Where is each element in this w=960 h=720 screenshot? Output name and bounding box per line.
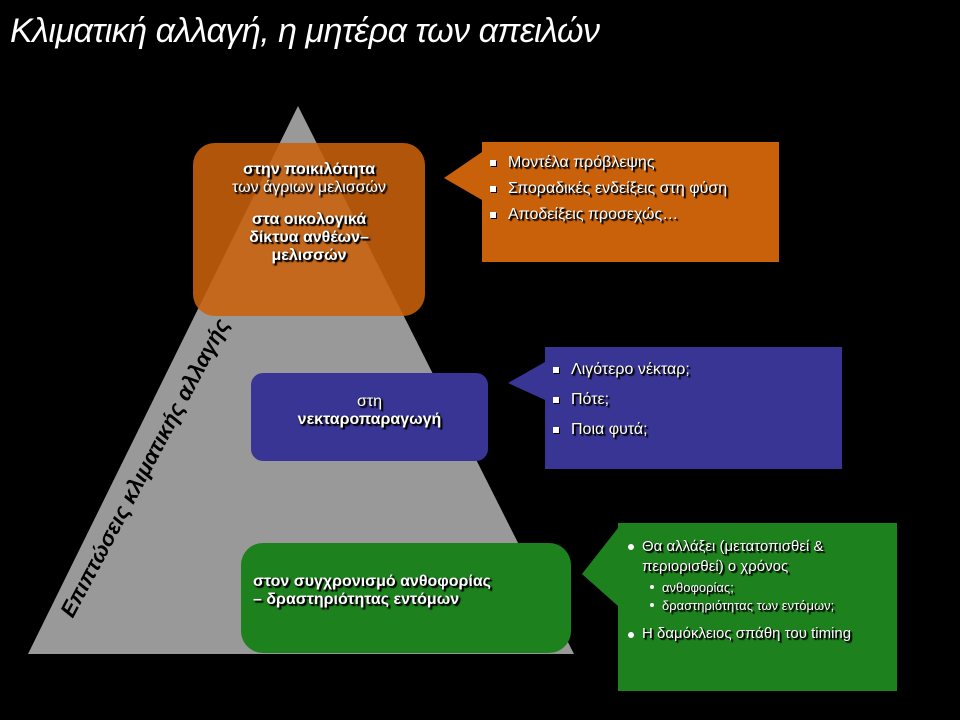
callout-pointer-top (444, 152, 482, 200)
callout-middle-item: Πότε; (553, 391, 834, 409)
level-top-line-1: στην ποικιλότητα (242, 161, 376, 178)
callout-top: Μοντέλα πρόβλεψης Σποραδικές ενδείξεις σ… (482, 142, 779, 262)
level-middle-line-1: στη (356, 393, 383, 410)
level-top-line-2: των άγριων μελισσών (231, 179, 387, 196)
callout-bottom-sub: ανθοφορίας; (650, 579, 889, 597)
callout-bottom-main: Θα αλλάξει (μετατοπισθεί & περιορισθεί) … (628, 537, 889, 577)
callout-middle: Λιγότερο νέκταρ; Πότε; Ποια φυτά; (545, 347, 842, 469)
level-bottom-line-1: στον συγχρονισμό ανθοφορίας (253, 573, 491, 590)
callout-bottom: Θα αλλάξει (μετατοπισθεί & περιορισθεί) … (618, 523, 897, 691)
level-top-line-3: στα οικολογικά (251, 211, 367, 228)
level-box-synchronization: στον συγχρονισμό ανθοφορίας – δραστηριότ… (241, 543, 571, 653)
callout-top-item: Σποραδικές ενδείξεις στη φύση (490, 180, 771, 198)
level-box-wild-bees: στην ποικιλότητα των άγριων μελισσών στα… (193, 143, 425, 316)
slide-title: Κλιματική αλλαγή, η μητέρα των απειλών (10, 12, 600, 50)
callout-top-item: Μοντέλα πρόβλεψης (490, 154, 771, 172)
callout-top-item: Αποδείξεις προσεχώς… (490, 206, 771, 224)
level-top-line-5: μελισσών (271, 247, 347, 264)
level-top-line-4: δίκτυα ανθέων– (249, 229, 369, 246)
callout-bottom-last: Η δαμόκλειος σπάθη του timing (628, 625, 889, 642)
level-box-nectar: στη νεκταροπαραγωγή (251, 373, 488, 461)
callout-pointer-bottom (582, 528, 618, 606)
callout-middle-item: Λιγότερο νέκταρ; (553, 361, 834, 379)
callout-middle-item: Ποια φυτά; (553, 421, 834, 439)
callout-bottom-sub: δραστηριότητας των εντόμων; (650, 597, 889, 615)
level-bottom-line-2: – δραστηριότητας εντόμων (253, 591, 460, 608)
callout-pointer-middle (508, 362, 545, 400)
level-middle-line-2: νεκταροπαραγωγή (297, 411, 442, 428)
